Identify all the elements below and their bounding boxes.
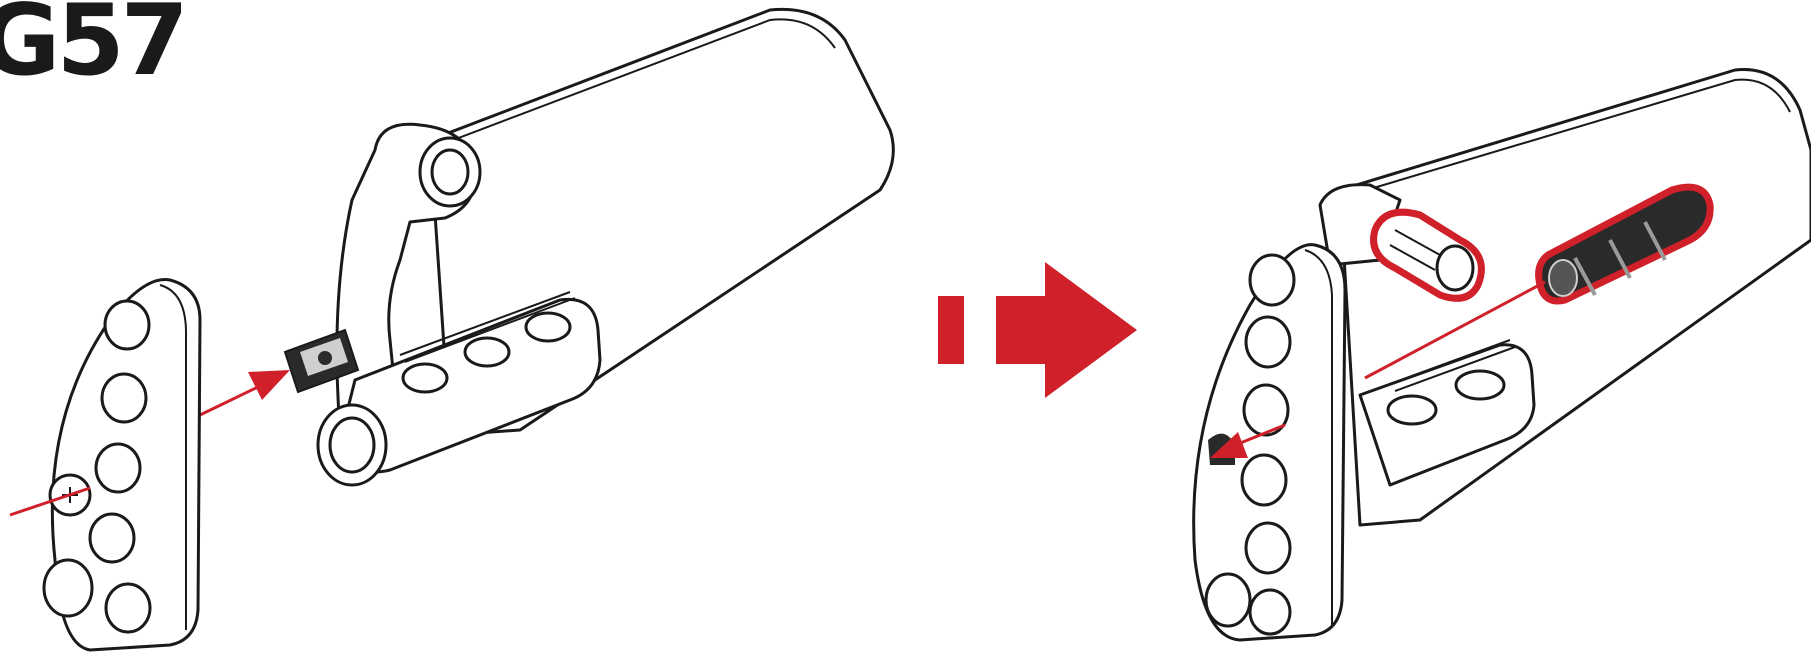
curved-beam-right [1194, 245, 1345, 640]
insert-arrow [200, 370, 290, 415]
panel-part-left [318, 9, 893, 485]
red-dashed-right-arrow-icon [938, 262, 1137, 398]
curved-beam-left [44, 280, 200, 651]
